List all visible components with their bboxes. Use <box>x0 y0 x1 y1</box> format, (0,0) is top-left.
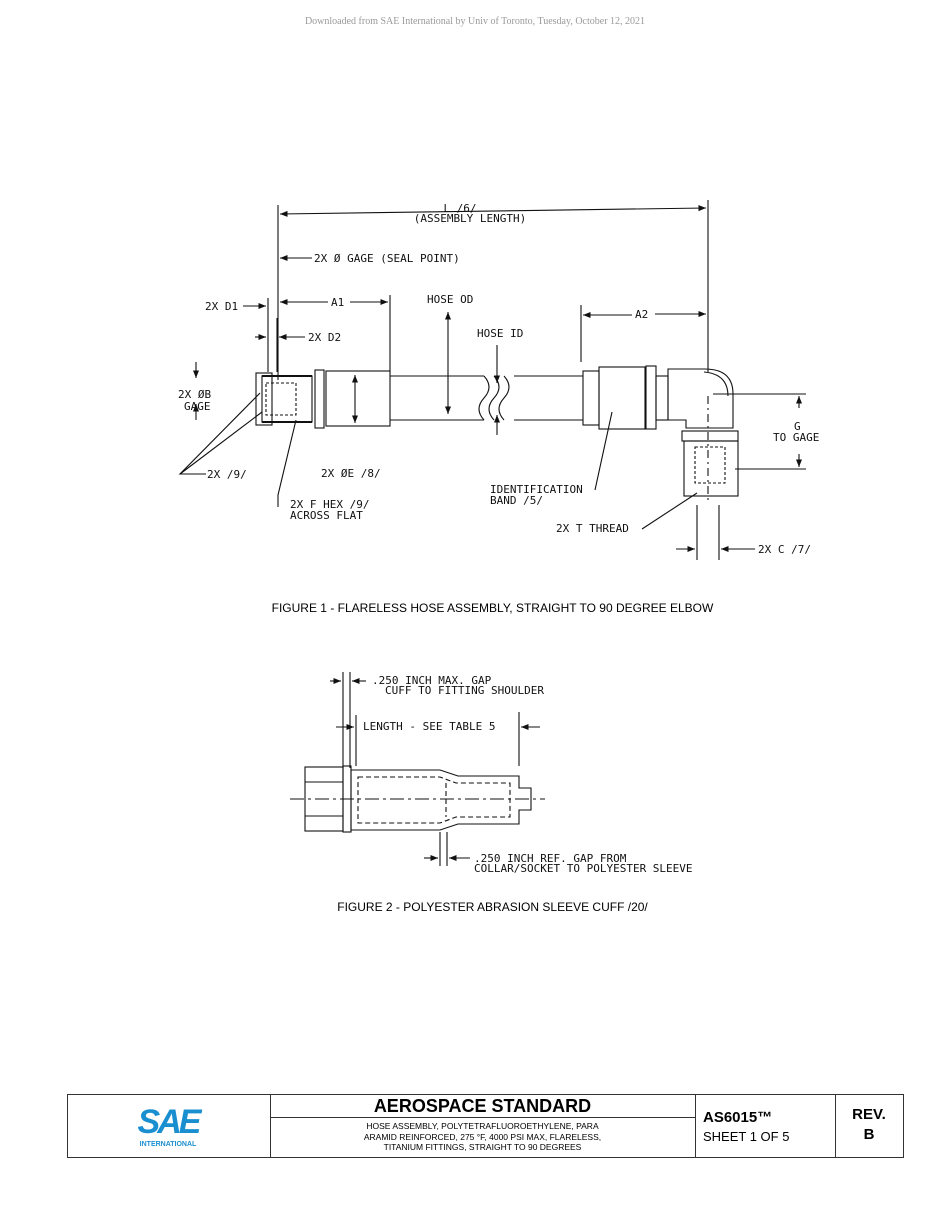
title-block: SAE INTERNATIONAL AEROSPACE STANDARD HOS… <box>67 1094 904 1158</box>
label-hose-od: HOSE OD <box>427 293 473 306</box>
label-ref-gap-2: COLLAR/SOCKET TO POLYESTER SLEEVE <box>474 862 693 875</box>
label-gap: .250 INCH MAX. GAP <box>372 674 492 687</box>
document-id-cell: AS6015™ SHEET 1 OF 5 <box>695 1095 836 1157</box>
label-ref-gap: .250 INCH REF. GAP FROM <box>474 852 627 865</box>
document-number: AS6015™ <box>703 1109 773 1126</box>
label-f-hex: 2X F HEX /9/ <box>290 498 369 511</box>
label-b-gage: 2X ØB <box>178 388 211 401</box>
revision-value: B <box>863 1126 875 1143</box>
label-d2: 2X D2 <box>308 331 341 344</box>
label-l: L /6/ <box>443 202 476 215</box>
sae-logo-subtitle: INTERNATIONAL <box>140 1141 197 1148</box>
label-to-gage: TO GAGE <box>773 431 819 444</box>
sheet-number: SHEET 1 OF 5 <box>703 1129 790 1144</box>
label-t-thread: 2X T THREAD <box>556 522 629 535</box>
label-a2: A2 <box>635 308 648 321</box>
label-e: 2X ØE /8/ <box>321 467 381 480</box>
label-c: 2X C /7/ <box>758 543 811 556</box>
label-across-flat: ACROSS FLAT <box>290 509 363 522</box>
figure-1-caption: FIGURE 1 - FLARELESS HOSE ASSEMBLY, STRA… <box>271 601 714 615</box>
label-id-band: IDENTIFICATION <box>490 483 583 496</box>
title-block-description-cell: AEROSPACE STANDARD HOSE ASSEMBLY, POLYTE… <box>270 1095 696 1157</box>
label-length-table: LENGTH - SEE TABLE 5 <box>363 720 495 733</box>
label-d1: 2X D1 <box>205 300 238 313</box>
label-assembly-length: (ASSEMBLY LENGTH) <box>414 212 527 225</box>
description-line: TITANIUM FITTINGS, STRAIGHT TO 90 DEGREE… <box>383 1142 582 1152</box>
label-id-band-2: BAND /5/ <box>490 494 543 507</box>
sae-logo-letters: SAE <box>138 1103 203 1141</box>
label-hose-id: HOSE ID <box>477 327 523 340</box>
standard-type: AEROSPACE STANDARD <box>270 1095 695 1118</box>
label-gap-2: CUFF TO FITTING SHOULDER <box>385 684 544 697</box>
figure-2-caption: FIGURE 2 - POLYESTER ABRASION SLEEVE CUF… <box>337 900 648 914</box>
label-b-gage-2: GAGE <box>184 400 211 413</box>
description-line: ARAMID REINFORCED, 275 °F, 4000 PSI MAX,… <box>363 1131 602 1142</box>
label-nine: 2X /9/ <box>207 468 247 481</box>
figure-2-drawing: .250 INCH MAX. GAP CUFF TO FITTING SHOUL… <box>290 672 693 875</box>
sae-logo: SAE INTERNATIONAL <box>68 1095 271 1157</box>
document-description: HOSE ASSEMBLY, POLYTETRAFLUOROETHYLENE, … <box>270 1118 695 1153</box>
revision-label: REV. <box>852 1106 886 1123</box>
label-a1: A1 <box>331 296 344 309</box>
label-g: G <box>794 420 801 433</box>
description-line: HOSE ASSEMBLY, POLYTETRAFLUOROETHYLENE, … <box>366 1121 599 1131</box>
figure-1-drawing: L /6/ (ASSEMBLY LENGTH) 2X Ø GAGE (SEAL … <box>178 200 819 560</box>
revision-cell: REV. B <box>835 1095 903 1157</box>
label-gage-seal: 2X Ø GAGE (SEAL POINT) <box>314 252 460 265</box>
download-watermark: Downloaded from SAE International by Uni… <box>304 16 646 27</box>
